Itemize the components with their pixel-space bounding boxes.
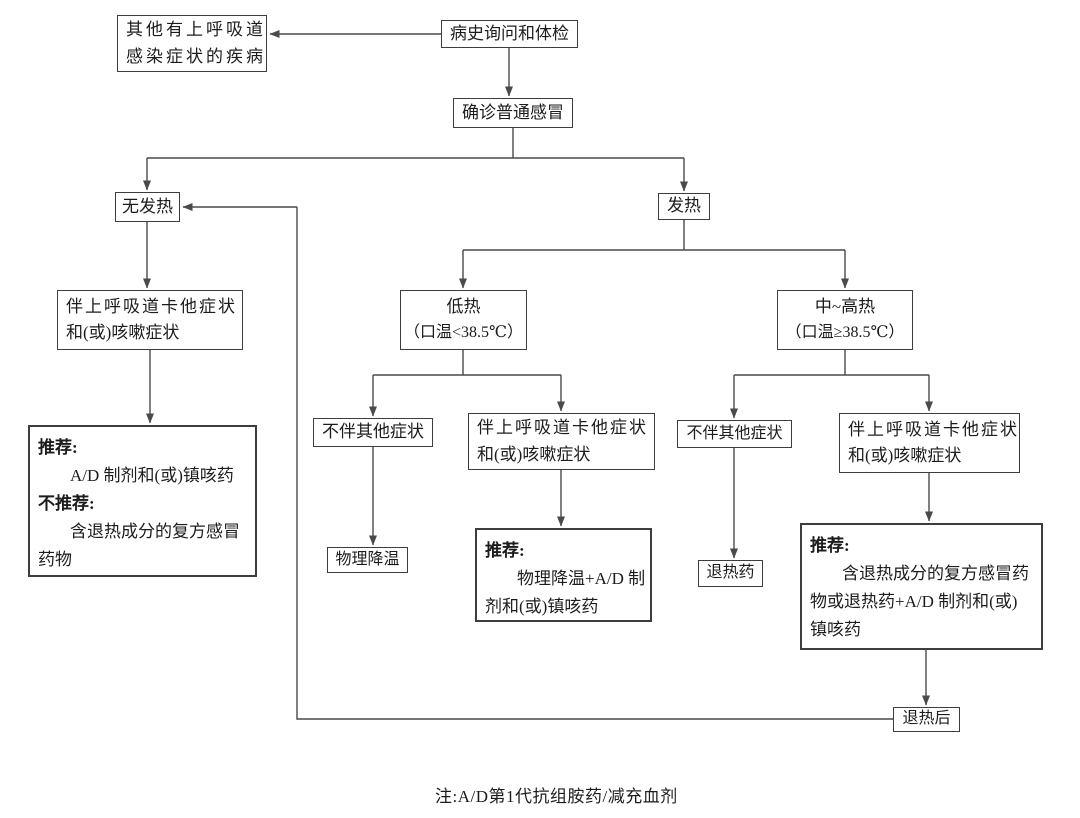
node-mid-high-fever-line: （口温≥38.5℃） (785, 323, 905, 341)
node-history-exam: 病史询问和体检 (441, 20, 578, 48)
connector-trunks (147, 128, 929, 720)
node-antipyretic-label: 退热药 (706, 564, 755, 582)
node-right-no-other-label: 不伴其他症状 (686, 424, 783, 442)
node-left-recommend-line: A/D 制剂和(或)镇咳药 (70, 466, 234, 485)
node-history-exam-label: 病史询问和体检 (450, 23, 569, 43)
footnote-text: 注:A/D第1代抗组胺药/减充血剂 (435, 787, 678, 806)
node-other-disease-line: 其他有上呼吸道 (126, 20, 266, 40)
node-right-symptom-line: 和(或)咳嗽症状 (848, 446, 962, 465)
node-confirm-cold-label: 确诊普通感冒 (462, 102, 564, 122)
node-right-recommend: 推荐: 含退热成分的复方感冒药 物或退热药+A/D 制剂和(或) 镇咳药 (800, 523, 1043, 650)
node-other-disease-line: 感染症状的疾病 (126, 46, 266, 66)
node-mid-symptom: 伴上呼吸道卡他症状 和(或)咳嗽症状 (468, 413, 655, 470)
node-left-recommend-line: 推荐: (38, 438, 78, 457)
node-no-fever-label: 无发热 (122, 196, 173, 216)
node-mid-high-fever: 中~高热 （口温≥38.5℃） (777, 290, 913, 350)
node-physical-cooling: 物理降温 (327, 547, 408, 573)
node-mid-no-other-label: 不伴其他症状 (322, 422, 424, 442)
node-right-recommend-line: 物或退热药+A/D 制剂和(或) (810, 592, 1018, 611)
node-mid-recommend-line: 物理降温+A/D 制 (517, 569, 646, 588)
node-low-fever-line: （口温<38.5℃） (404, 323, 523, 341)
node-confirm-cold: 确诊普通感冒 (453, 98, 573, 128)
node-mid-high-fever-line: 中~高热 (814, 297, 876, 317)
node-after-fever-label: 退热后 (902, 710, 951, 728)
node-fever: 发热 (658, 193, 710, 220)
node-left-symptom: 伴上呼吸道卡他症状 和(或)咳嗽症状 (57, 290, 243, 350)
node-physical-cooling-label: 物理降温 (335, 550, 400, 568)
node-no-fever: 无发热 (115, 192, 180, 222)
node-mid-no-other-symptom: 不伴其他症状 (313, 418, 433, 447)
node-left-symptom-line: 伴上呼吸道卡他症状 (66, 296, 237, 316)
node-right-no-other-symptom: 不伴其他症状 (677, 420, 792, 448)
node-mid-recommend: 推荐: 物理降温+A/D 制 剂和(或)镇咳药 (475, 528, 652, 622)
node-mid-symptom-line: 伴上呼吸道卡他症状 (477, 418, 648, 438)
node-antipyretic: 退热药 (698, 560, 763, 587)
node-left-recommend-line: 不推荐: (38, 494, 95, 513)
node-other-disease: 其他有上呼吸道 感染症状的疾病 (117, 15, 267, 72)
node-fever-label: 发热 (667, 196, 701, 216)
node-left-recommend-line: 药物 (38, 550, 72, 569)
node-mid-recommend-line: 剂和(或)镇咳药 (485, 597, 599, 616)
node-left-recommend: 推荐: A/D 制剂和(或)镇咳药 不推荐: 含退热成分的复方感冒 药物 (28, 425, 257, 577)
node-right-recommend-line: 推荐: (810, 536, 850, 555)
node-right-recommend-line: 镇咳药 (810, 620, 861, 639)
node-right-recommend-line: 含退热成分的复方感冒药 (842, 564, 1029, 583)
node-left-symptom-line: 和(或)咳嗽症状 (66, 323, 180, 342)
node-mid-symptom-line: 和(或)咳嗽症状 (477, 444, 591, 464)
node-low-fever: 低热 （口温<38.5℃） (400, 290, 527, 350)
node-left-recommend-line: 含退热成分的复方感冒 (70, 522, 240, 541)
node-mid-recommend-line: 推荐: (485, 541, 525, 560)
node-low-fever-line: 低热 (446, 297, 481, 317)
node-right-symptom: 伴上呼吸道卡他症状 和(或)咳嗽症状 (839, 413, 1020, 473)
node-right-symptom-line: 伴上呼吸道卡他症状 (848, 419, 1019, 439)
node-after-fever: 退热后 (893, 707, 960, 732)
